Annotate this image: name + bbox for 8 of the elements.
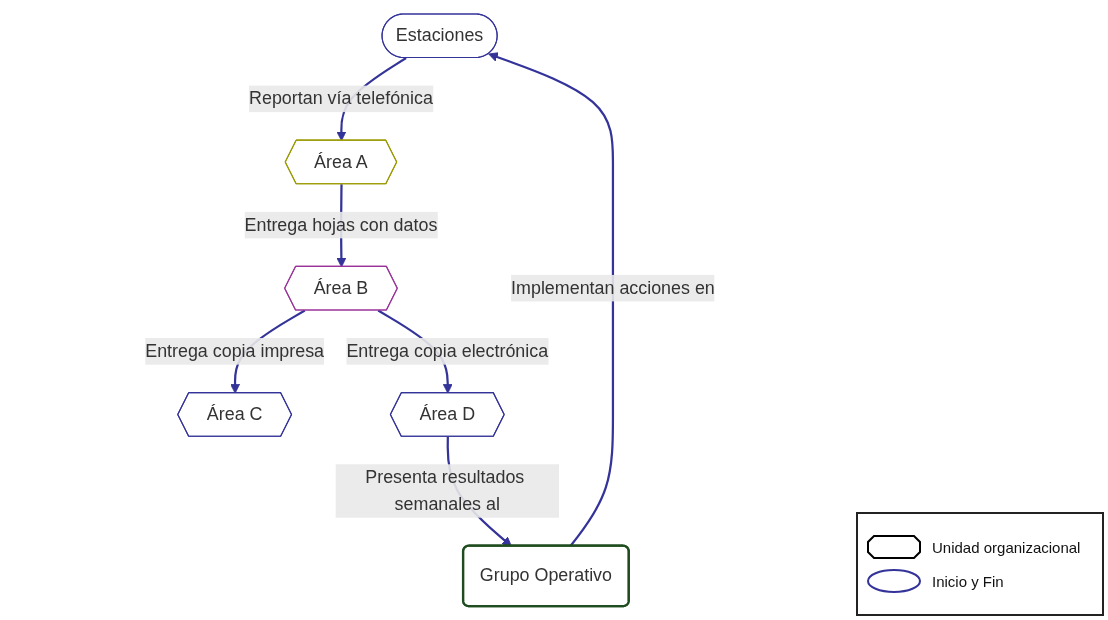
legend-text: Unidad organizacional — [932, 538, 1081, 556]
edge-label: Entrega copia impresa — [145, 341, 325, 361]
edge-label: Reportan vía telefónica — [249, 88, 433, 108]
edge-label: Implementan acciones en — [511, 278, 715, 298]
edge-label: Entrega copia electrónica — [346, 341, 549, 361]
legend-text: Inicio y Fin — [932, 572, 1004, 590]
edge-label: Presenta resultados semanales al — [365, 467, 525, 514]
edge-label: Entrega hojas con datos — [244, 215, 438, 235]
